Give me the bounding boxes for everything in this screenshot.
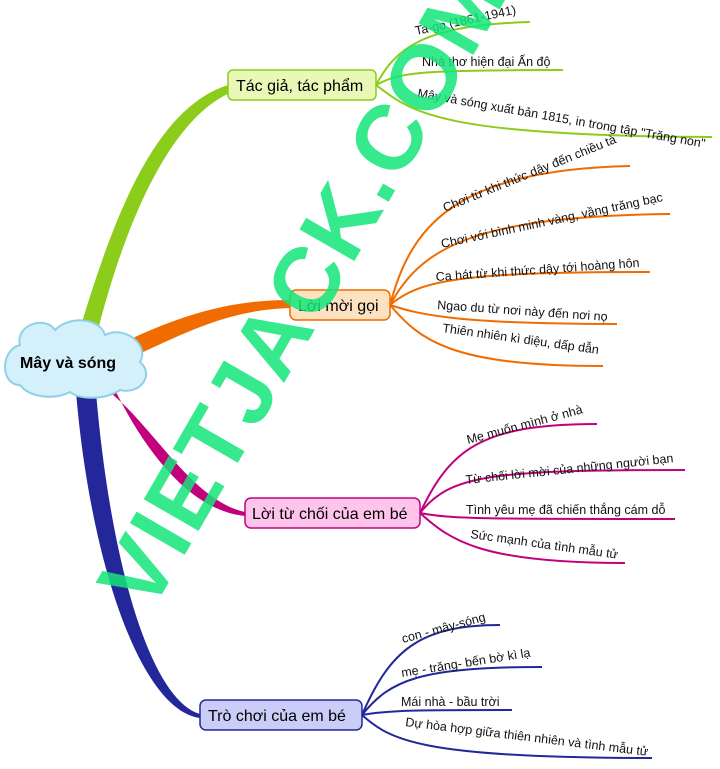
leaf-text: Chơi từ khi thức dậy đến chiều tà — [441, 132, 618, 214]
leaf-text: Nhà thơ hiện đại Ấn độ — [422, 54, 550, 69]
leaf-text: Mái nhà - bầu trời — [401, 695, 500, 709]
leaf-text: Thiên nhiên kì diệu, dấp dẫn — [442, 320, 600, 357]
leaf-text: Sức mạnh của tình mẫu tử — [470, 526, 619, 562]
cloud-shape — [4, 319, 147, 399]
branch-label: Lời từ chối của em bé — [252, 506, 408, 523]
root-label: Mây và sóng — [20, 355, 116, 372]
leaf-text: mẹ - trăng- bến bờ kì lạ — [400, 646, 531, 680]
branch-node-tac-gia[interactable]: Tác giả, tác phẩm — [227, 69, 377, 101]
branch-node-loi-moi-goi[interactable]: Lời mời gọi — [289, 289, 391, 321]
leaf-text: Tình yêu mẹ đã chiến thắng cám dỗ — [466, 502, 665, 517]
leaf-lines — [361, 21, 713, 759]
branch-label: Lời mời gọi — [298, 298, 379, 315]
branch-connector-orange — [118, 300, 290, 362]
leaf-text: Ca hát từ khi thức dậy tới hoàng hôn — [435, 256, 640, 284]
leaf-text: con - mây-sóng — [400, 610, 487, 646]
branch-label: Tác giả, tác phẩm — [236, 77, 363, 95]
leaf-text: Dự hòa hợp giữa thiên nhiên và tình mẫu … — [405, 714, 650, 759]
leaf-text: Ngao du từ nơi này đến nơi nọ — [437, 298, 608, 324]
branch-connector-blue — [76, 392, 200, 718]
branch-node-loi-tu-choi[interactable]: Lời từ chối của em bé — [244, 497, 421, 529]
leaf-text: Từ chối lời mời của những người bạn — [465, 451, 674, 487]
root-node[interactable]: Mây và sóng — [4, 319, 147, 399]
branch-label: Trò chơi của em bé — [208, 708, 346, 725]
branch-connector-green — [78, 85, 232, 338]
branch-node-tro-choi[interactable]: Trò chơi của em bé — [199, 699, 363, 731]
